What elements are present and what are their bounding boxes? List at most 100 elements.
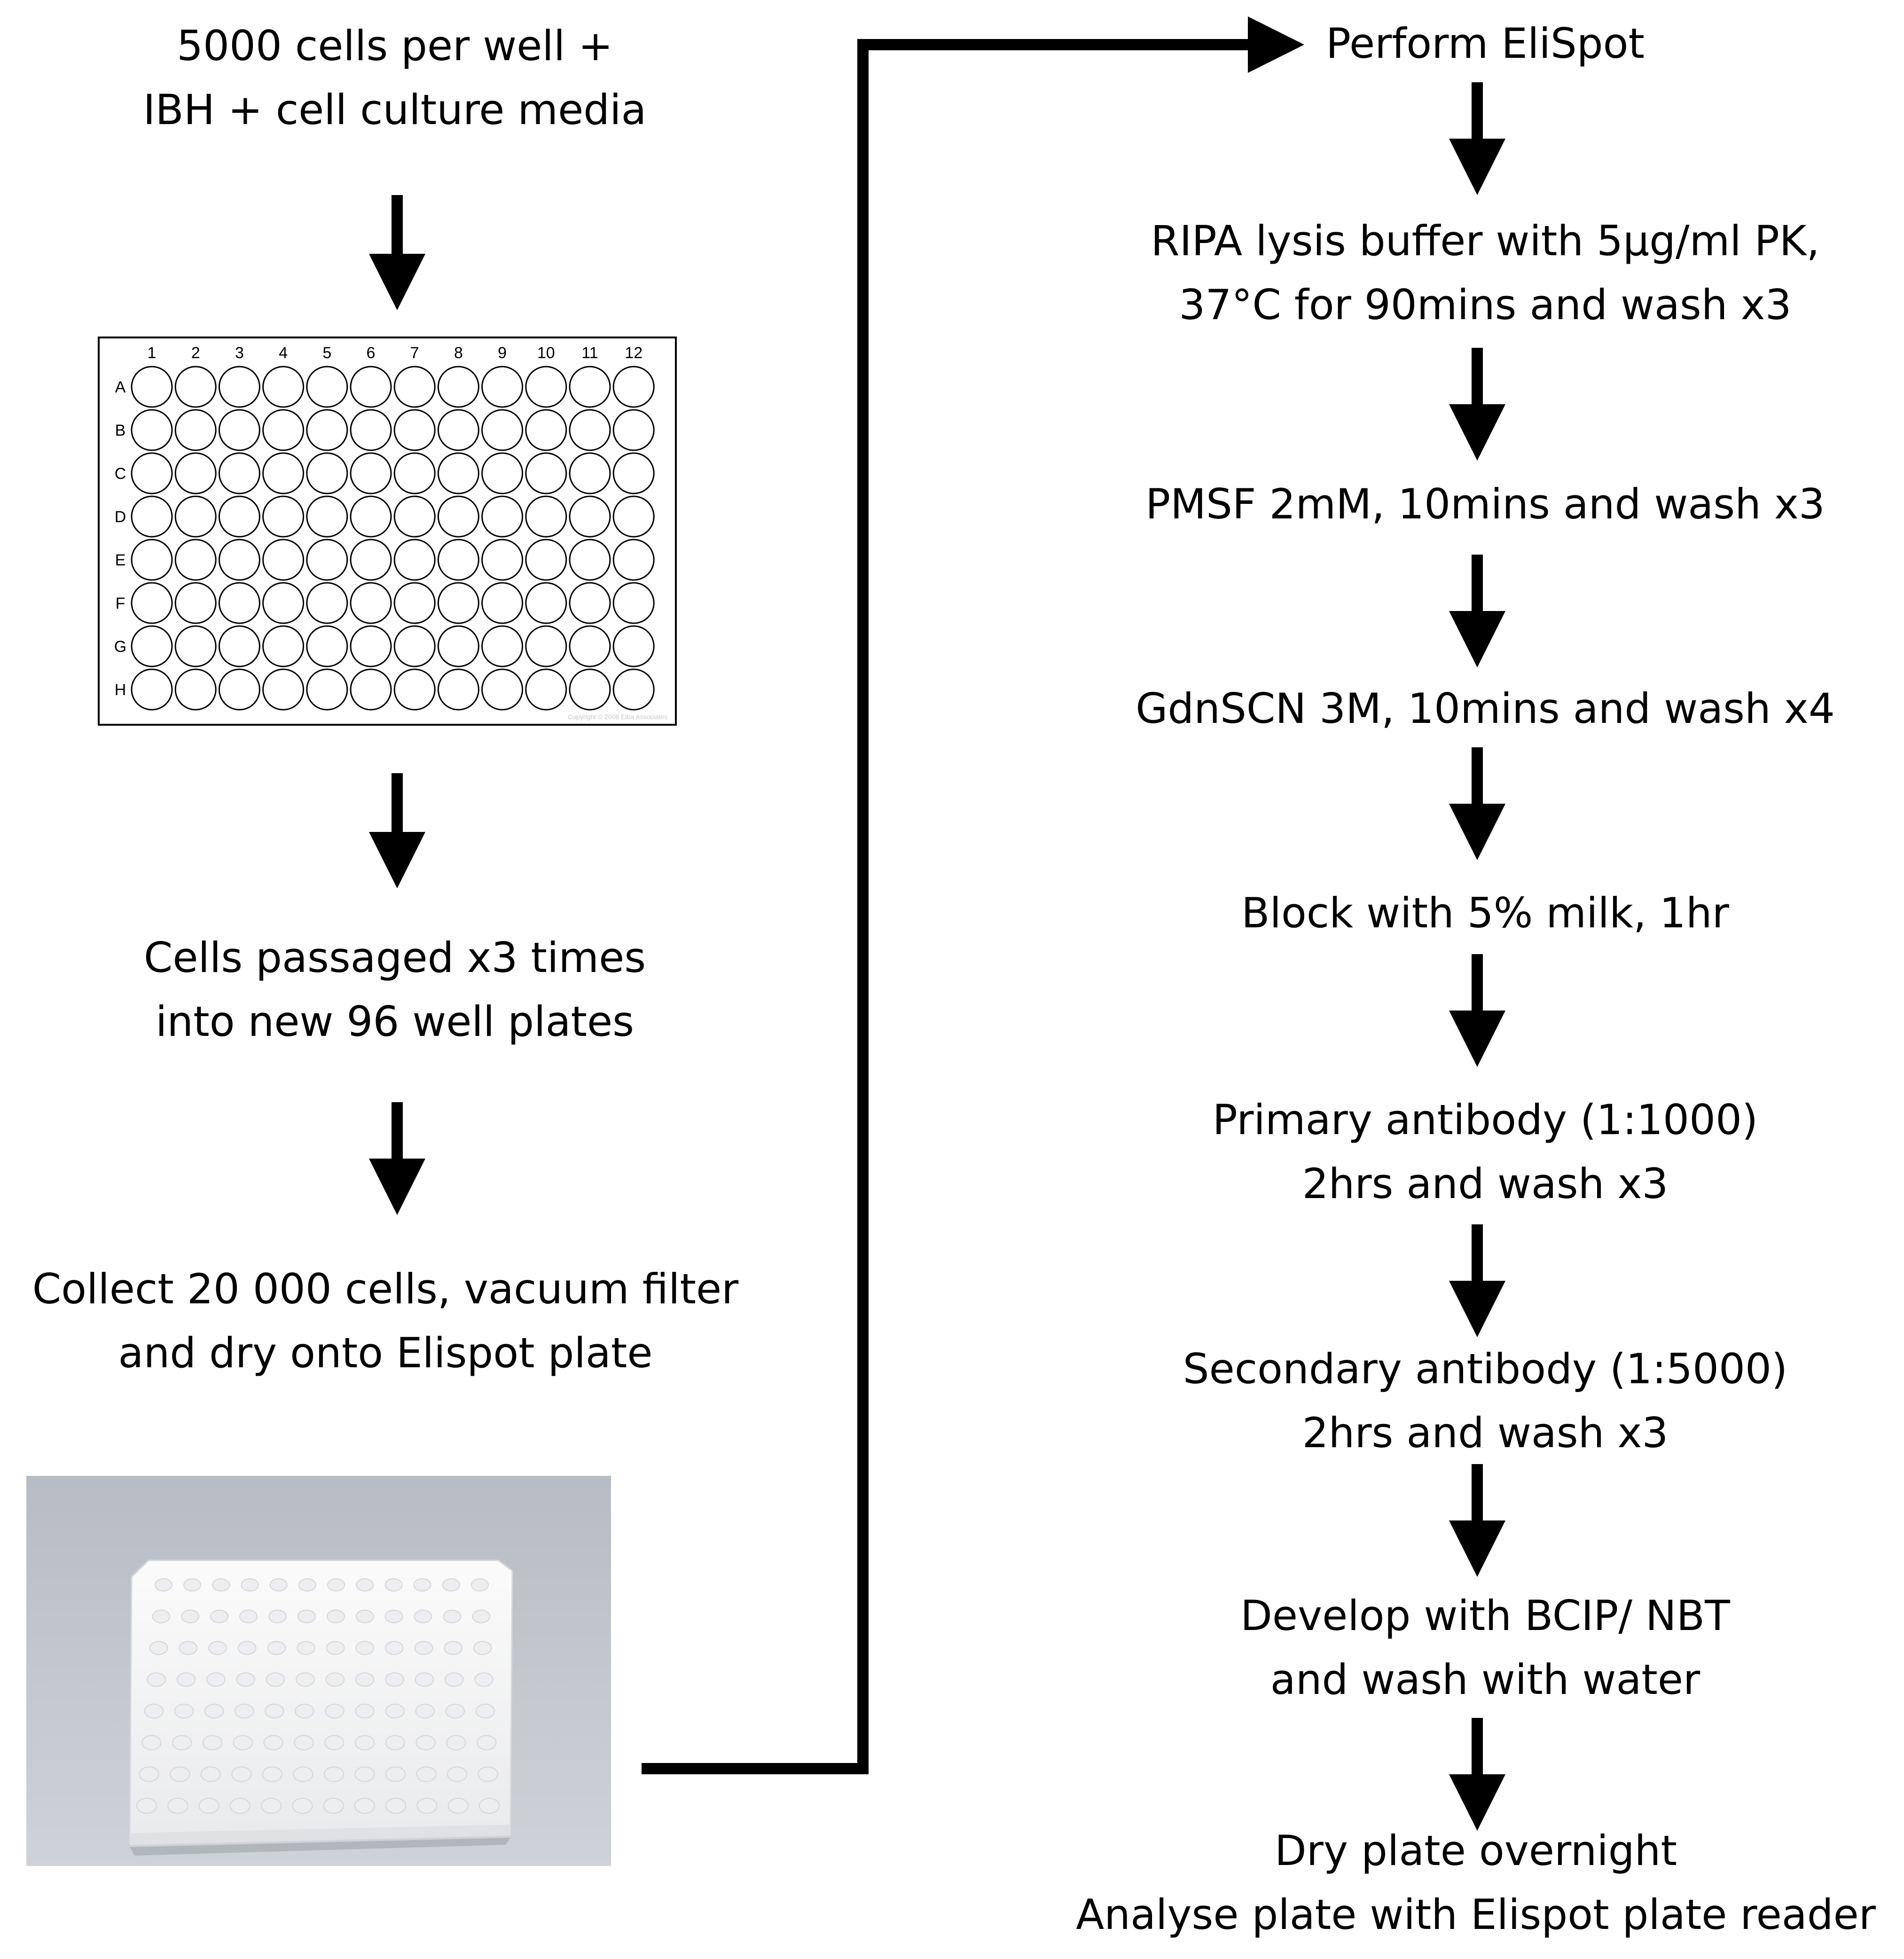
photo-well [208,1641,227,1655]
photo-well [202,1735,223,1750]
step-line: 2hrs and wash x3 [1302,1160,1669,1208]
plate-well [350,409,392,451]
photo-well [266,1672,285,1687]
photo-well [144,1703,164,1719]
plate-well [218,409,260,451]
step-secondary-antibody: Secondary antibody (1:5000) 2hrs and was… [1053,1337,1904,1465]
plate-well [569,582,611,624]
plate-well [262,625,305,667]
plate-well [131,539,173,581]
plate-row-label: F [116,595,125,612]
photo-well [447,1798,469,1814]
plate-well [481,582,524,624]
photo-well [179,1641,198,1655]
photo-well [444,1672,464,1687]
photo-well [269,1578,288,1591]
plate-well [481,668,524,711]
photo-well [414,1609,432,1623]
plate-well [174,582,217,624]
photo-well [416,1766,437,1782]
plate-well [131,668,173,711]
photo-well [155,1578,172,1591]
plate-column-label: 3 [235,344,244,362]
step-line: Block with 5% milk, 1hr [1241,889,1729,937]
plate-well [525,409,567,451]
plate-well [131,625,173,667]
photo-well [415,1672,434,1687]
step-develop: Develop with BCIP/ NBT and wash with wat… [1053,1584,1904,1712]
photo-well [446,1735,466,1750]
plate-well [218,539,260,581]
plate-well [350,625,392,667]
plate-well [350,452,392,494]
photo-well [415,1735,436,1750]
plate-well [131,366,173,408]
plate-well [262,495,305,538]
plate-well [174,625,217,667]
photo-well [473,1641,492,1655]
plate-well [218,452,260,494]
photo-well [384,1609,403,1623]
step-line: Collect 20 000 cells, vacuum filter [32,1265,739,1313]
photo-well [267,1641,286,1655]
plate-row-label: D [115,508,126,526]
photo-well [231,1766,252,1782]
plate-well [218,668,260,711]
plate-column-label: 4 [279,344,288,362]
step-line: RIPA lysis buffer with 5µg/ml PK, [1151,217,1820,265]
photo-well [176,1672,196,1687]
plate-well [437,452,479,494]
photo-well [323,1766,344,1782]
photo-well [297,1641,315,1655]
photo-well [268,1609,287,1623]
plate-well [262,539,305,581]
photo-well [416,1798,438,1814]
photo-well [239,1609,258,1623]
elispot-plate-illustration [129,1559,513,1856]
photo-well [325,1703,345,1719]
plate-column-label: 10 [537,344,555,362]
plate-wells [131,366,655,711]
photo-well [445,1703,465,1719]
photo-well [181,1609,200,1623]
photo-well [294,1735,314,1750]
photo-well [261,1798,282,1814]
step-line: Develop with BCIP/ NBT [1240,1591,1730,1640]
plate-well [569,668,611,711]
plate-row-label: H [115,681,126,699]
plate-well [350,668,392,711]
plate-well [481,452,524,494]
plate-well [306,452,348,494]
plate-row-label: G [114,638,126,656]
plate-well [525,625,567,667]
photo-well [298,1578,316,1591]
photo-well [354,1798,375,1814]
plate-well [306,668,348,711]
plate-well [525,495,567,538]
plate-well [218,625,260,667]
photo-well [414,1641,433,1655]
plate-row-label: B [115,422,126,439]
photo-well [210,1609,229,1623]
photo-well [236,1672,255,1687]
plate-well [131,495,173,538]
photo-well [355,1672,375,1687]
plate-well [174,366,217,408]
plate-well [306,582,348,624]
plate-well [393,625,436,667]
photo-wells [136,1578,500,1814]
plate-well [525,539,567,581]
photo-well [385,1672,404,1687]
plate-well [174,452,217,494]
photo-well [385,1735,405,1750]
plate-well [131,582,173,624]
photo-well [354,1766,375,1782]
photo-well [355,1703,375,1719]
plate-well [393,409,436,451]
plate-well [612,495,655,538]
plate-well [174,539,217,581]
photo-well [325,1672,345,1687]
plate-column-label: 9 [498,344,507,362]
